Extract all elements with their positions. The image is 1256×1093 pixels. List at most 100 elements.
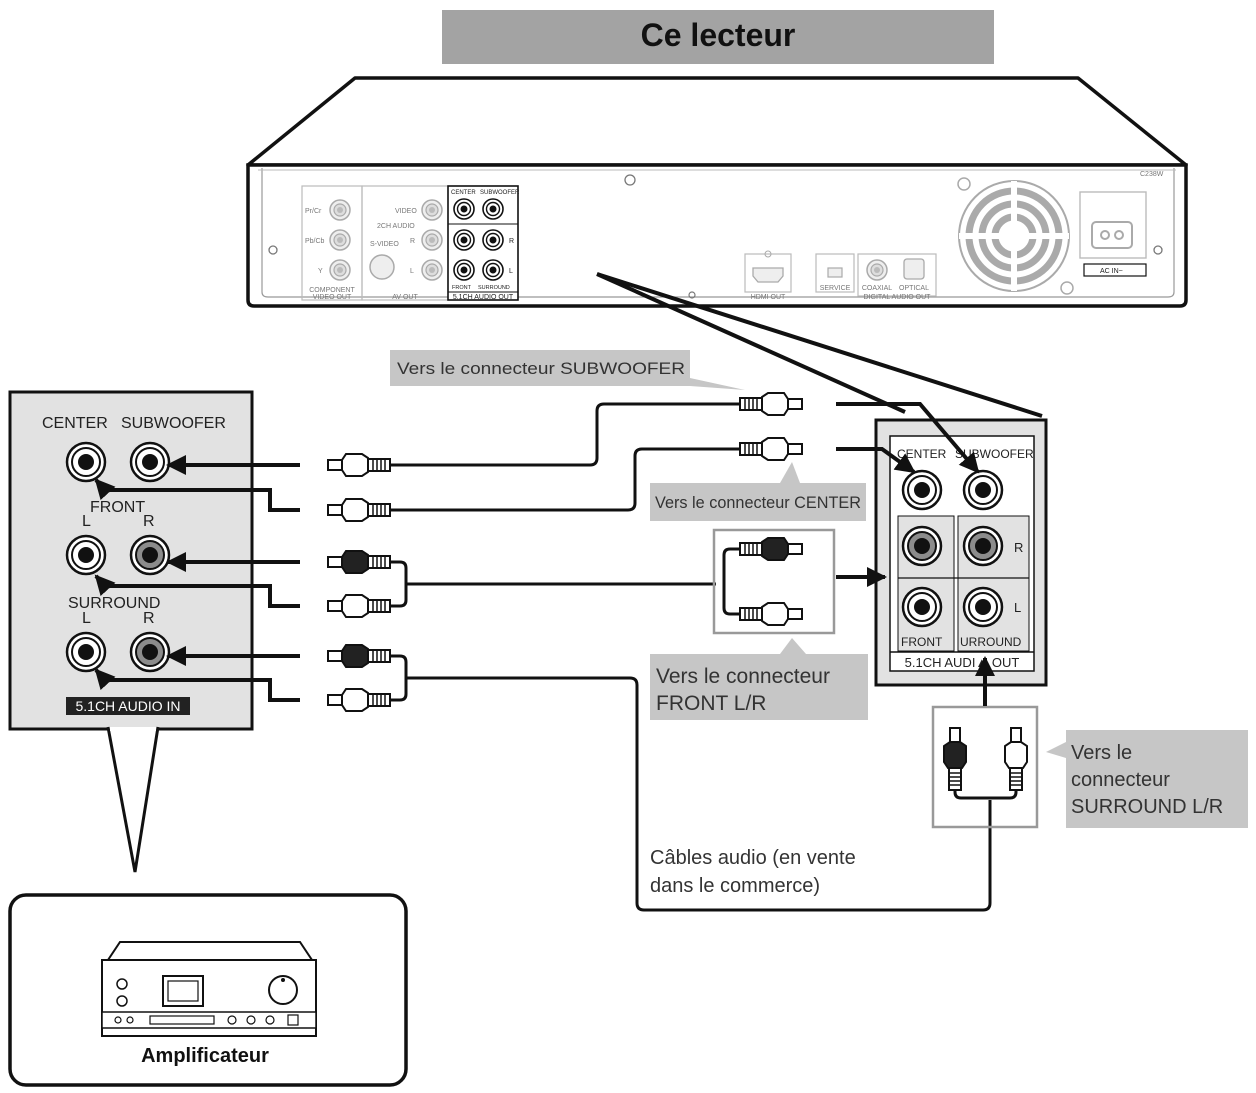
audio-label-l: L xyxy=(509,268,513,275)
amp-pointer xyxy=(106,726,160,873)
amp-jack-front-r xyxy=(129,534,171,576)
callout-surround: Vers le connecteur SURROUND L/R xyxy=(1046,730,1248,828)
amp-jack-surround-r xyxy=(129,631,171,673)
cables xyxy=(390,402,1018,912)
callout-surround-line3: SURROUND L/R xyxy=(1071,796,1223,818)
zoom-jack-surround-l xyxy=(962,586,1004,628)
amp-jack-center xyxy=(65,441,107,483)
zoom-badge-label: 5.1CH AUDI▲ OUT xyxy=(905,655,1020,670)
component-group-label: VIDEO OUT xyxy=(313,294,352,301)
plug-player-subwoofer xyxy=(739,392,803,416)
zoom-jack-subwoofer xyxy=(962,469,1004,511)
amp-surround-label: SURROUND xyxy=(68,595,160,612)
amp-surround-r-label: R xyxy=(143,610,155,627)
plug-amp-subwoofer xyxy=(327,453,391,477)
av-group-label: AV OUT xyxy=(392,294,418,301)
callout-surround-line1: Vers le xyxy=(1071,742,1132,764)
amp-subwoofer-label: SUBWOOFER xyxy=(121,415,226,432)
player-device: C238W COMPONENT VIDEO OUT Pr/Cr Pb/Cb Y … xyxy=(246,76,1188,308)
av-jack-video xyxy=(421,199,443,221)
av-label: 2CH AUDIO xyxy=(377,223,415,230)
title-banner xyxy=(442,10,994,64)
amp-front-r-label: R xyxy=(143,513,155,530)
amp-input-badge xyxy=(66,697,190,715)
audio-label-front: FRONT xyxy=(452,285,472,291)
av-jack-audio-l xyxy=(421,259,443,281)
amplifier-label: Amplificateur xyxy=(141,1045,269,1067)
plug-player-front-l xyxy=(739,602,803,626)
audio-label-surround: SURROUND xyxy=(478,285,510,291)
player-jack-surround-r xyxy=(482,259,504,281)
amp-jack-subwoofer xyxy=(129,441,171,483)
ac-inlet-label: AC IN~ xyxy=(1100,268,1123,275)
av-label: L xyxy=(410,268,414,275)
zoom-front-label: FRONT xyxy=(901,635,943,649)
player-jack-surround-l xyxy=(453,259,475,281)
page-title: Ce lecteur xyxy=(641,17,796,53)
callout-center-text: Vers le connecteur CENTER xyxy=(655,493,861,512)
callout-front-line1: Vers le connecteur xyxy=(656,665,830,688)
callout-center: Vers le connecteur CENTER xyxy=(650,462,866,521)
plug-amp-front-l xyxy=(327,594,391,618)
player-jack-center xyxy=(453,198,475,220)
callout-subwoofer: Vers le connecteur SUBWOOFER xyxy=(390,350,745,390)
audio-label-r: R xyxy=(509,238,514,245)
coaxial-jack xyxy=(866,259,888,281)
plug-player-surround-l xyxy=(943,727,967,791)
digital-jack-label: OPTICAL xyxy=(899,285,929,292)
av-label: S-VIDEO xyxy=(370,241,399,248)
av-label: VIDEO xyxy=(395,208,417,215)
plug-amp-surround-l xyxy=(327,688,391,712)
plug-player-center xyxy=(739,437,803,461)
zoom-l-label: L xyxy=(1014,600,1021,615)
audio-label-center: CENTER xyxy=(451,190,476,196)
callout-subwoofer-text: Vers le connecteur SUBWOOFER xyxy=(397,359,685,378)
hdmi-label: HDMI OUT xyxy=(751,294,786,301)
component-jack-y xyxy=(329,259,351,281)
cables-note-line1: Câbles audio (en vente xyxy=(650,847,856,869)
zoom-center-label: CENTER xyxy=(897,447,947,461)
surround-plug-box xyxy=(931,705,1039,829)
audio-group-label: 5.1CH AUDIO OUT xyxy=(453,294,514,301)
model-code: C238W xyxy=(1140,171,1164,178)
component-jack-label: Y xyxy=(318,268,323,275)
component-jack-label: Pb/Cb xyxy=(305,238,325,245)
component-label: COMPONENT xyxy=(309,287,355,294)
s-video-jack xyxy=(369,254,395,280)
optical-jack xyxy=(903,258,925,280)
front-plug-box xyxy=(712,528,836,635)
zoom-jack-front-l xyxy=(901,586,943,628)
av-jack-audio-r xyxy=(421,229,443,251)
amp-center-label: CENTER xyxy=(42,415,108,432)
cables-note: Câbles audio (en vente dans le commerce) xyxy=(650,847,856,897)
callout-front-line2: FRONT L/R xyxy=(656,692,766,715)
zoom-jack-center xyxy=(901,469,943,511)
amplifier-box: Amplificateur xyxy=(8,893,408,1087)
arrows xyxy=(94,402,995,706)
zoom-jack-surround-r xyxy=(962,525,1004,567)
zoom-audio-out-panel: CENTER SUBWOOFER R L FRONT URROUND 5.1CH… xyxy=(874,418,1048,687)
audio-label-subwoofer: SUBWOOFER xyxy=(480,190,520,196)
amp-jack-surround-l xyxy=(65,631,107,673)
player-jack-subwoofer xyxy=(482,198,504,220)
plug-player-front-r xyxy=(739,537,803,561)
component-jack-pb xyxy=(329,229,351,251)
digital-jack-label: COAXIAL xyxy=(862,285,892,292)
service-label: SERVICE xyxy=(820,285,851,292)
zoom-surround-label: URROUND xyxy=(960,635,1022,649)
amp-jack-front-l xyxy=(65,534,107,576)
cables-note-line2: dans le commerce) xyxy=(650,875,820,897)
plug-player-surround-r xyxy=(1004,727,1028,791)
callout-surround-line2: connecteur xyxy=(1071,769,1170,791)
digital-group-label: DIGITAL AUDIO OUT xyxy=(864,294,932,301)
player-jack-front-r xyxy=(482,229,504,251)
amp-front-l-label: L xyxy=(82,513,91,530)
av-label: R xyxy=(410,238,415,245)
amp-input-badge-text: 5.1CH AUDIO IN xyxy=(75,698,180,714)
callout-front: Vers le connecteur FRONT L/R xyxy=(650,638,868,720)
amp-surround-l-label: L xyxy=(82,610,91,627)
cooling-fan xyxy=(957,177,1074,295)
player-jack-front-l xyxy=(453,229,475,251)
component-jack-label: Pr/Cr xyxy=(305,208,322,215)
